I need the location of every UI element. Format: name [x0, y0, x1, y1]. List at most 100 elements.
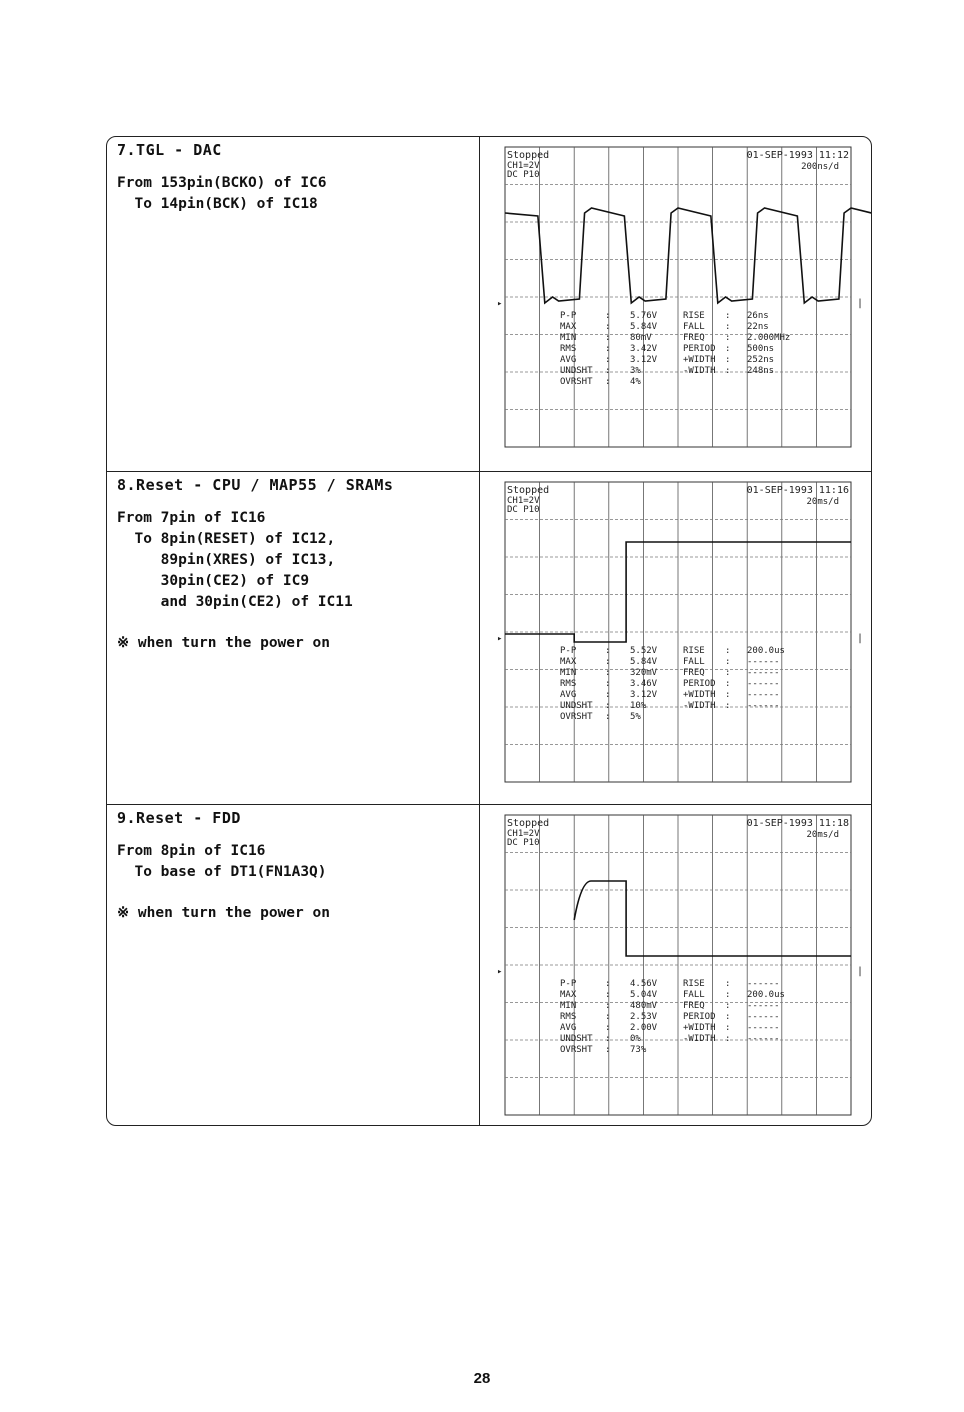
measurement-label: AVG — [560, 690, 576, 700]
timing-value: ------ — [747, 1012, 780, 1022]
scope-coupling: DC P10 — [507, 838, 540, 848]
timing-label: FREQ — [683, 333, 705, 343]
timing-sep: : — [725, 344, 730, 354]
measurement-value: 2.00V — [630, 1023, 658, 1033]
measurement-label: MIN — [560, 1001, 576, 1011]
timing-label: +WIDTH — [683, 690, 716, 700]
description-line: 89pin(XRES) of IC13, — [117, 552, 336, 568]
measurement-value: 3.12V — [630, 690, 658, 700]
measurement-label: AVG — [560, 355, 576, 365]
timing-value: 200.0us — [747, 990, 785, 1000]
timing-sep: : — [725, 333, 730, 343]
timing-sep: : — [725, 668, 730, 678]
timing-value: ------ — [747, 1023, 780, 1033]
timing-sep: : — [725, 657, 730, 667]
timing-value: 2.000MHz — [747, 333, 790, 343]
ground-marker-icon: ▸ — [497, 967, 502, 977]
measurement-label: MAX — [560, 990, 577, 1000]
measurement-value: 10% — [630, 701, 647, 711]
measurement-sep: : — [605, 366, 610, 376]
measurement-sep: : — [605, 1045, 610, 1055]
measurement-label: RMS — [560, 1012, 576, 1022]
description-line: From 7pin of IC16 — [117, 510, 266, 526]
measurement-sep: : — [605, 1034, 610, 1044]
timing-value: ------ — [747, 679, 780, 689]
timing-sep: : — [725, 311, 730, 321]
measurement-sep: : — [605, 1012, 610, 1022]
timing-sep: : — [725, 1034, 730, 1044]
waveform-trace — [573, 880, 851, 957]
scope-timebase: 200ns/d — [801, 162, 839, 172]
scope-channel: CH1=2V — [507, 161, 540, 171]
timing-value: 22ns — [747, 322, 769, 332]
measurement-value: 5% — [630, 712, 641, 722]
measurement-sep: : — [605, 679, 610, 689]
timing-value: ------ — [747, 657, 780, 667]
measurement-sep: : — [605, 355, 610, 365]
timing-label: FALL — [683, 657, 705, 667]
timing-value: ------ — [747, 690, 780, 700]
timing-sep: : — [725, 322, 730, 332]
measurement-table: 7.TGL - DAC From 153pin(BCKO) of IC6 To … — [106, 136, 872, 1126]
scope-date: 01-SEP-1993 11:12 — [747, 150, 849, 161]
measurement-label: OVRSHT — [560, 712, 593, 722]
timing-label: PERIOD — [683, 1012, 716, 1022]
measurement-value: 80mV — [630, 333, 652, 343]
measurement-sep: : — [605, 712, 610, 722]
scope-timebase: 20ms/d — [806, 497, 839, 507]
section-title: 8.Reset - CPU / MAP55 / SRAMs — [117, 476, 394, 494]
timing-label: PERIOD — [683, 679, 716, 689]
timing-value: 200.0us — [747, 646, 785, 656]
measurement-value: 73% — [630, 1045, 647, 1055]
scope-date: 01-SEP-1993 11:16 — [747, 485, 849, 496]
timing-label: -WIDTH — [683, 1034, 716, 1044]
timing-label: FREQ — [683, 668, 705, 678]
timing-label: -WIDTH — [683, 701, 716, 711]
timing-value: 26ns — [747, 311, 769, 321]
measurement-sep: : — [605, 657, 610, 667]
section-title: 7.TGL - DAC — [117, 141, 222, 159]
timing-label: FALL — [683, 322, 705, 332]
section-reset-fdd: 9.Reset - FDD From 8pin of IC16 To base … — [107, 804, 871, 1125]
timing-label: -WIDTH — [683, 366, 716, 376]
scope-coupling: DC P10 — [507, 170, 540, 180]
description-line: and 30pin(CE2) of IC11 — [117, 594, 353, 610]
timing-sep: : — [725, 1012, 730, 1022]
timing-value: 252ns — [747, 355, 774, 365]
measurement-label: UNDSHT — [560, 366, 593, 376]
trigger-marker-icon: | — [857, 298, 863, 309]
measurement-value: 5.84V — [630, 657, 658, 667]
measurement-value: 320mV — [630, 668, 658, 678]
measurement-sep: : — [605, 311, 610, 321]
description-line: From 8pin of IC16 — [117, 843, 266, 859]
timing-label: +WIDTH — [683, 1023, 716, 1033]
ground-marker-icon: ▸ — [497, 634, 502, 644]
measurement-value: 5.04V — [630, 990, 658, 1000]
measurement-label: RMS — [560, 344, 576, 354]
measurement-sep: : — [605, 701, 610, 711]
timing-sep: : — [725, 701, 730, 711]
timing-sep: : — [725, 355, 730, 365]
measurement-label: MAX — [560, 322, 577, 332]
measurement-value: 480mV — [630, 1001, 658, 1011]
power-on-note: ※ when turn the power on — [117, 905, 330, 921]
measurement-value: 5.52V — [630, 646, 658, 656]
measurement-value: 0% — [630, 1034, 641, 1044]
description-line: From 153pin(BCKO) of IC6 — [117, 175, 327, 191]
timing-label: FALL — [683, 990, 705, 1000]
scope-timebase: 20ms/d — [806, 830, 839, 840]
measurement-label: MIN — [560, 333, 576, 343]
measurement-sep: : — [605, 377, 610, 387]
timing-sep: : — [725, 646, 730, 656]
measurement-sep: : — [605, 1023, 610, 1033]
timing-value: ------ — [747, 668, 780, 678]
measurement-label: P-P — [560, 311, 577, 321]
measurement-value: 5.84V — [630, 322, 658, 332]
power-on-note: ※ when turn the power on — [117, 635, 330, 651]
section-title: 9.Reset - FDD — [117, 809, 241, 827]
section-reset-cpu: 8.Reset - CPU / MAP55 / SRAMs From 7pin … — [107, 471, 871, 804]
